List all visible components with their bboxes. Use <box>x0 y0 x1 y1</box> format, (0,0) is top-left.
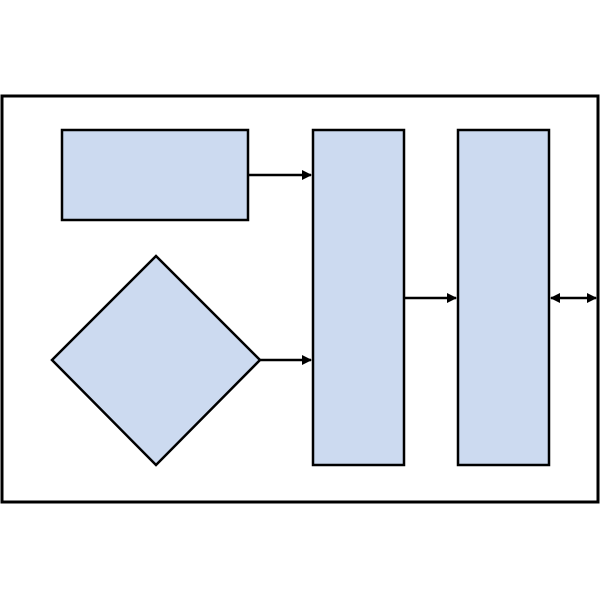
top-rect-node <box>60 128 250 222</box>
diamond-node <box>50 254 262 467</box>
middle-column-node <box>311 128 406 467</box>
right-column-node <box>456 128 551 467</box>
